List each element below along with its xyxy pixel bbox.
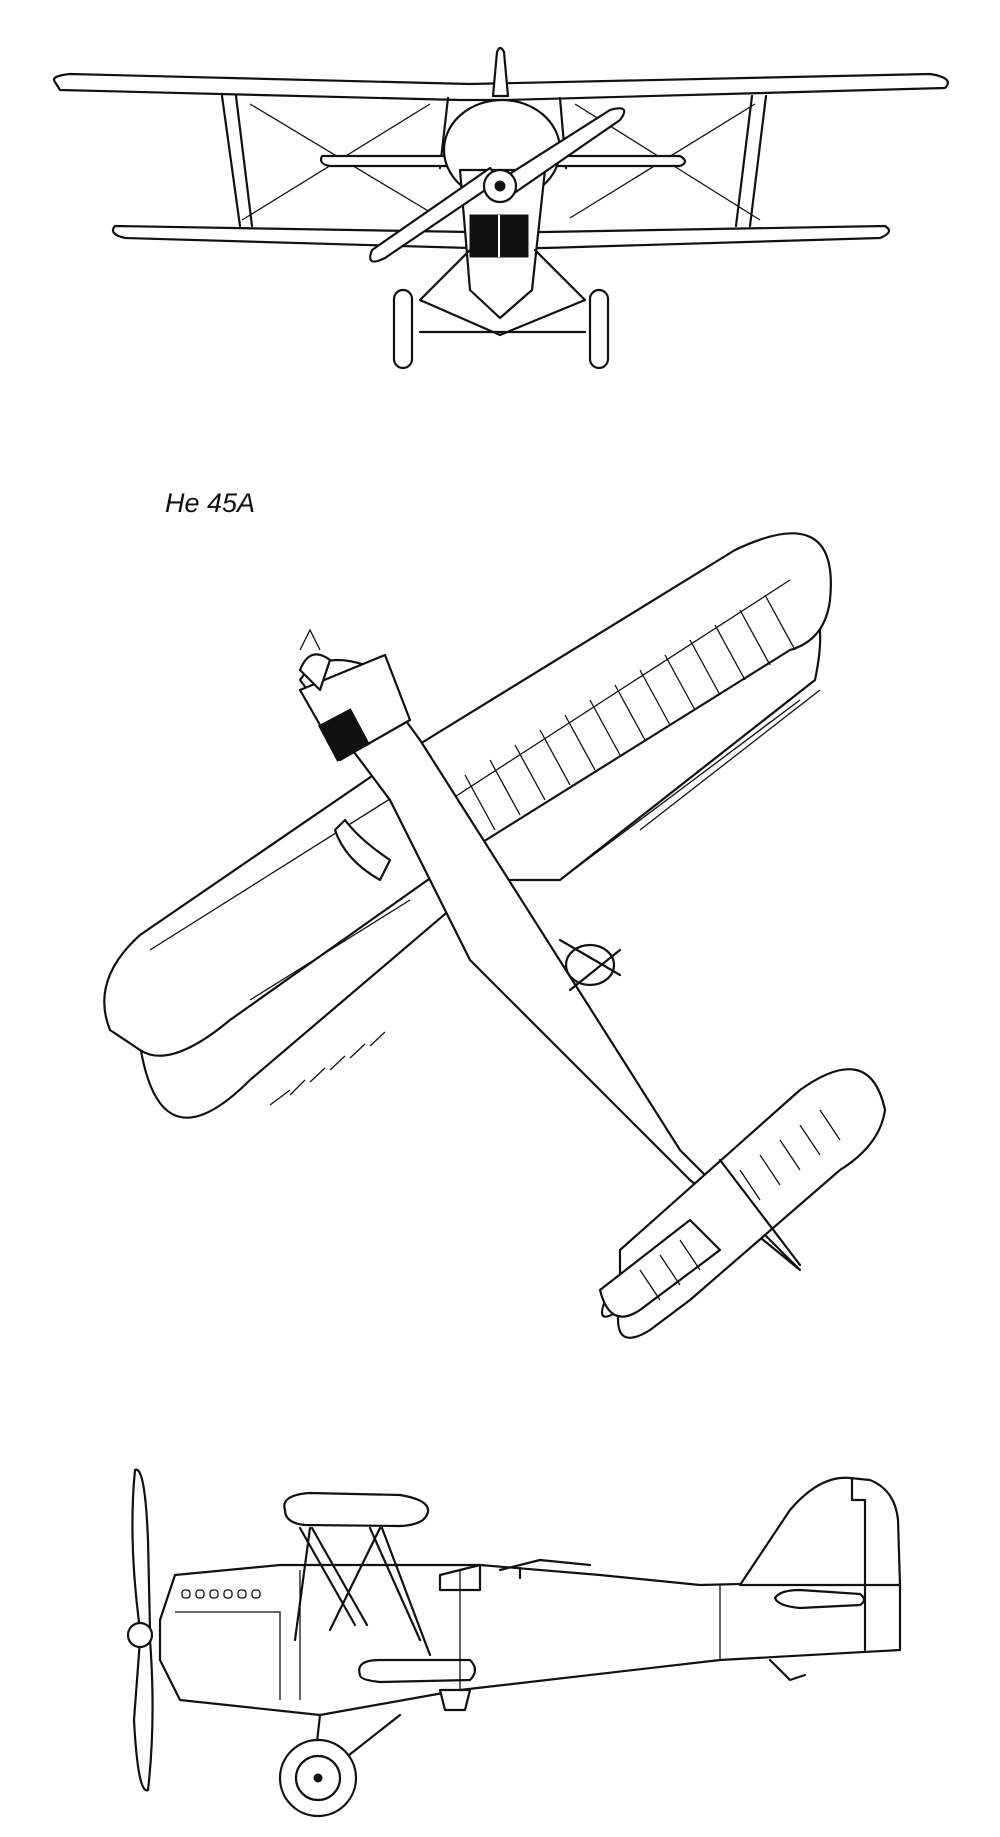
side-under-fitting <box>438 1688 472 1712</box>
side-panel-lines <box>175 1570 721 1700</box>
top-spinner <box>298 653 332 692</box>
top-exhaust <box>318 708 370 762</box>
front-landing-gear-struts <box>418 248 587 337</box>
side-propeller-lower <box>132 1638 154 1792</box>
top-left-elevator <box>598 1218 722 1318</box>
side-view <box>126 1468 902 1818</box>
front-propeller-upper <box>498 107 626 198</box>
front-right-outer-strut <box>734 94 768 228</box>
side-lower-wing <box>358 1658 477 1684</box>
front-view <box>52 46 949 370</box>
top-propeller <box>333 818 392 882</box>
top-nose-cone <box>299 628 321 651</box>
side-tail-fin <box>738 1476 902 1587</box>
front-right-wheel <box>588 288 610 370</box>
aircraft-title: He 45A <box>165 488 256 518</box>
side-rudder-line <box>850 1476 867 1652</box>
side-upper-wing <box>283 1491 430 1528</box>
side-struts <box>293 1526 432 1657</box>
side-spinner <box>126 1621 154 1649</box>
top-view <box>103 532 887 1339</box>
side-fuselage <box>158 1563 902 1717</box>
side-tail-skid <box>768 1658 807 1682</box>
top-lower-wing-ribs <box>269 689 821 1106</box>
side-stabilizer <box>773 1588 866 1610</box>
side-gun <box>498 1558 592 1580</box>
top-tail-ribs <box>639 1109 841 1301</box>
front-left-wheel <box>392 288 414 370</box>
front-propeller-lower <box>369 166 502 263</box>
front-fin <box>491 46 510 98</box>
side-propeller-upper <box>131 1468 152 1632</box>
top-gun-ring <box>558 938 622 992</box>
top-upper-wing <box>103 532 832 1057</box>
side-exhaust-ports <box>181 1589 261 1599</box>
top-cockpit <box>564 943 616 987</box>
top-rudder <box>718 1158 802 1267</box>
front-left-outer-strut <box>220 94 254 228</box>
